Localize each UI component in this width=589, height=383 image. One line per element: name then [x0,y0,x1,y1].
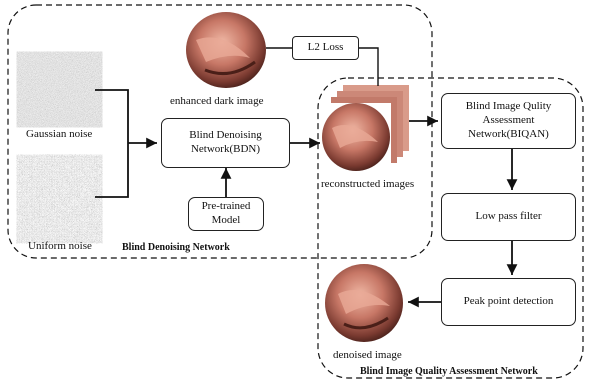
uniform-noise-image [24,162,95,236]
reconstructed-images-stack [322,85,409,171]
biqan-box-label: Blind Image Qulity Assessment Network(BI… [465,100,552,140]
biqan-group-outline [317,77,584,379]
bdn-box: Blind Denoising Network(BDN) [161,118,290,168]
denoised-image [325,263,403,343]
bdn-group-outline [7,4,433,259]
uniform-noise-label: Uniform noise [28,240,92,252]
peak-point-detection-box: Peak point detection [441,278,576,326]
bdn-group-title: Blind Denoising Network [122,242,230,253]
l2-loss-box: L2 Loss [292,36,359,60]
bdn-box-label: Blind Denoising Network(BDN) [189,129,262,155]
biqan-box: Blind Image Qulity Assessment Network(BI… [441,93,576,149]
noise-to-bdn-connector [95,89,157,198]
biqan-group-title: Blind Image Quality Assessment Network [360,366,538,377]
reconstructed-images-caption: reconstructed images [321,178,415,190]
gaussian-noise-image [24,58,95,121]
l2-loss-connector [266,47,379,86]
gaussian-noise-label: Gaussian noise [26,128,93,140]
pretrained-model-box: Pre-trained Model [188,197,264,231]
enhanced-dark-image [186,12,266,88]
low-pass-filter-label: Low pass filter [475,210,542,223]
low-pass-filter-box: Low pass filter [441,193,576,241]
l2-loss-label: L2 Loss [307,41,344,54]
pretrained-model-label: Pre-trained Model [201,200,251,226]
peak-point-detection-label: Peak point detection [463,295,554,308]
enhanced-dark-image-caption: enhanced dark image [170,95,264,107]
denoised-image-caption: denoised image [333,349,402,361]
